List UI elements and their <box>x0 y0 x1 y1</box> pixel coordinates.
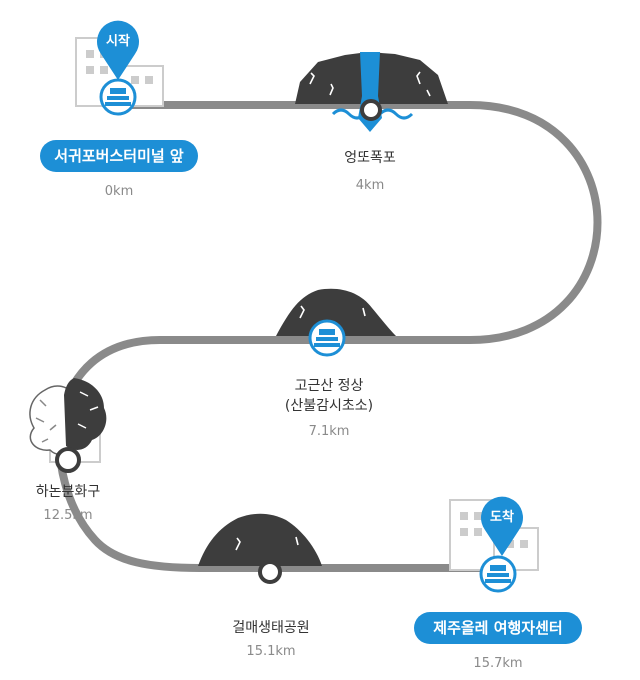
stop-end-distance: 15.7km <box>473 656 523 671</box>
route-line <box>55 101 602 572</box>
start-pin-label: 시작 <box>106 34 130 49</box>
stop-waterfall-distance: 4km <box>355 178 385 193</box>
stop-start-distance: 0km <box>104 184 134 199</box>
stop-summit-name: 고근산 정상 <box>294 378 364 394</box>
waterfall-icon <box>295 52 448 132</box>
end-pin-label: 도착 <box>490 510 514 525</box>
stop-end-name[interactable]: 제주올레 여행자센터 <box>414 612 582 644</box>
stop-summit-name-detail: (산불감시초소) <box>284 398 374 414</box>
forest-crater-icon <box>29 378 107 473</box>
stop-park-distance: 15.1km <box>246 644 296 659</box>
end-pin-icon <box>481 496 523 556</box>
stop-crater-distance: 12.5km <box>43 508 93 523</box>
park-icon <box>198 513 322 584</box>
end-marker-icon[interactable] <box>479 555 517 593</box>
stop-start-name[interactable]: 서귀포버스터미널 앞 <box>40 140 198 172</box>
summit-icon <box>276 288 396 357</box>
stop-park-name: 걸매생태공원 <box>232 620 310 636</box>
stop-crater-name: 하논분화구 <box>35 484 101 500</box>
stop-summit-distance: 7.1km <box>308 424 350 439</box>
start-marker-icon[interactable] <box>99 78 137 116</box>
stop-waterfall-name: 엉또폭포 <box>344 150 396 166</box>
start-pin-icon <box>97 20 139 80</box>
